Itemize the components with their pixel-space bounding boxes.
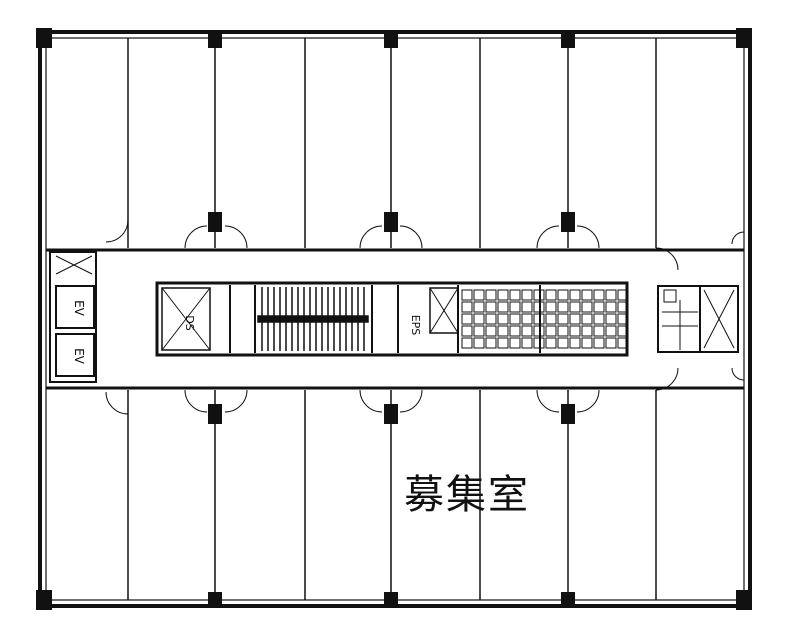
fixture-cell [617,289,629,301]
fixture-cell [521,337,533,349]
fixture-cell [473,301,485,313]
top-partitions [46,38,744,390]
fixture-cell [569,337,581,349]
fixture-cell [533,289,545,301]
fixture-cell [509,301,521,313]
fixture-cell [473,313,485,325]
fixture-cell [581,289,593,301]
vacant-room-label: 募集室 [404,472,530,518]
fixture-cell [557,325,569,337]
core-labels: DS EPS [183,315,422,336]
outer-walls [38,30,752,608]
fixture-cell [461,337,473,349]
elevator-labels: EV EV [72,300,86,365]
fixture-cell [581,301,593,313]
fixture-cell [593,325,605,337]
fixture-cell [605,301,617,313]
fixture-cell [605,289,617,301]
fixture-cell [533,313,545,325]
fixture-cell [557,289,569,301]
columns [36,28,752,610]
fixture-cell [509,325,521,337]
stair-handrail [257,315,369,323]
fixture-cell [605,337,617,349]
fixture-cell [593,313,605,325]
fixture-cell [545,289,557,301]
bottom-partitions [127,390,657,600]
fixture-cell [509,337,521,349]
fixture-cell [581,325,593,337]
fixture-cell [497,337,509,349]
fixture-cell [521,301,533,313]
eps-label: EPS [409,315,422,336]
fixture-cell [557,313,569,325]
fixture-cell [557,337,569,349]
fixture-cell [533,325,545,337]
ev-label-2: EV [72,348,86,365]
fixture-cell [485,325,497,337]
right-service-core [657,285,739,353]
fixture-cell [605,325,617,337]
fixture-cell [617,313,629,325]
fixture-cell [461,289,473,301]
fixture-cell [521,313,533,325]
fixture-cell [545,301,557,313]
doors [105,219,745,415]
fixture-cell [569,325,581,337]
fixture-cell [473,289,485,301]
fixture-cell [497,301,509,313]
fixture-cell [485,289,497,301]
fixture-cell [509,313,521,325]
fixture-cell [617,337,629,349]
fixture-cell [473,337,485,349]
fixture-cell [581,337,593,349]
restroom-fixtures [461,289,629,349]
fixture-cell [569,313,581,325]
fixture-cell [461,313,473,325]
fixture-cell [569,289,581,301]
fixture-cell [593,337,605,349]
fixture-cell [485,337,497,349]
fixture-cell [497,289,509,301]
fixture-cell [473,325,485,337]
fixture-cell [461,325,473,337]
fixture-cell [533,301,545,313]
fixture-cell [521,325,533,337]
staircase [257,287,369,351]
fixture-cell [485,313,497,325]
fixture-cell [617,301,629,313]
fixture-cell [581,313,593,325]
fixture-cell [497,325,509,337]
fixture-cell [545,313,557,325]
fixture-cell [617,325,629,337]
fixture-cell [461,301,473,313]
fixture-cell [557,301,569,313]
shaft-label: DS [183,315,196,330]
elevator-core [49,251,97,383]
fixture-cell [545,325,557,337]
fixture-cell [497,313,509,325]
ev-label-1: EV [72,300,86,317]
fixture-cell [533,337,545,349]
fixture-cell [605,313,617,325]
fixture-cell [521,289,533,301]
fixture-cell [485,301,497,313]
fixture-cell [509,289,521,301]
fixture-cell [593,301,605,313]
fixture-cell [593,289,605,301]
fixture-cell [569,301,581,313]
central-core [155,281,629,357]
fixture-cell [545,337,557,349]
